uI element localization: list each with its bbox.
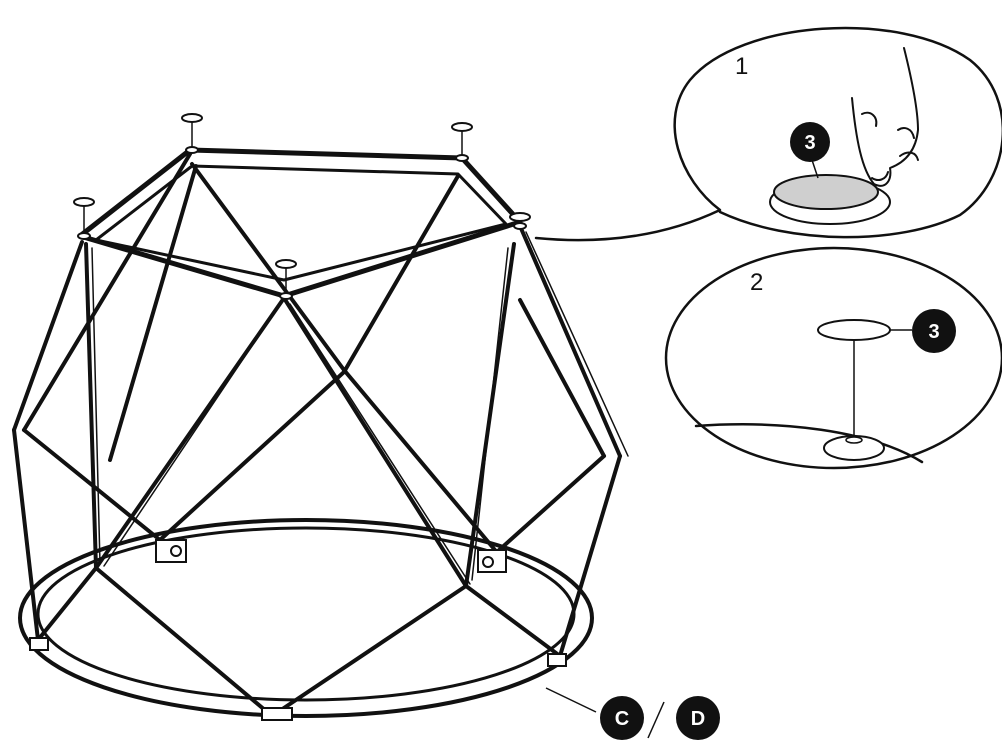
base-brackets [29,539,567,721]
part-badge-label: 3 [804,132,815,154]
felt-pad-peeled [773,174,879,210]
top-ring [77,147,523,299]
tube-highlights [91,231,629,585]
felt-pad [73,197,95,240]
felt-pad [181,113,203,154]
felt-pad [275,259,297,300]
felt-pad [451,122,473,162]
part-badge-label: C [615,708,629,730]
part-badge-d: D [676,696,720,740]
step-number: 1 [735,53,748,80]
part-labels: C D [545,687,720,740]
part-badge-3: 3 [912,309,956,353]
frame-bars [12,152,622,718]
felt-pad [817,319,891,341]
part-badge-label: D [691,708,705,730]
callout-step-2: 2 3 [664,246,1002,470]
hand-icon [851,47,919,187]
callout-step-1: 1 3 [534,26,1002,242]
step-number: 2 [750,269,763,296]
part-badge-c: C [600,696,644,740]
felt-pad [509,212,531,230]
pad-socket [823,435,885,461]
table-frame [12,147,629,721]
felt-pads [73,113,531,300]
separator-slash [647,701,665,739]
part-badge-3: 3 [790,122,830,162]
part-badge-label: 3 [928,321,939,343]
